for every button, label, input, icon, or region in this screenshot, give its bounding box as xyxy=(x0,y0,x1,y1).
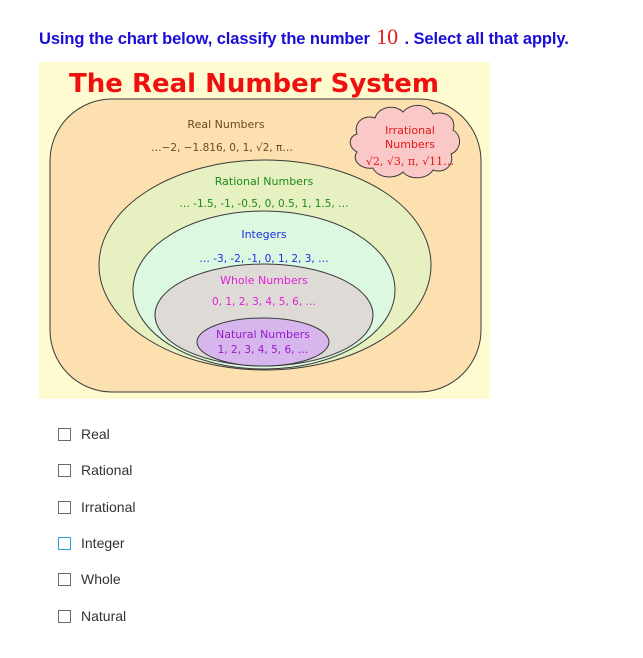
option-real[interactable]: Real xyxy=(58,424,110,444)
whole-numbers-examples: 0, 1, 2, 3, 4, 5, 6, … xyxy=(212,296,316,308)
checkbox-real[interactable] xyxy=(58,427,71,441)
checkbox-whole[interactable] xyxy=(58,572,71,586)
whole-numbers-label: Whole Numbers xyxy=(220,274,308,287)
option-irrational-label: Irrational xyxy=(81,499,136,515)
question-number: 10 xyxy=(376,24,399,49)
option-natural-label: Natural xyxy=(81,608,127,624)
question-suffix: . Select all that apply. xyxy=(404,30,569,48)
question-prefix: Using the chart below, classify the numb… xyxy=(39,30,370,48)
natural-numbers-label: Natural Numbers xyxy=(216,328,310,341)
real-numbers-label: Real Numbers xyxy=(187,118,264,131)
option-irrational[interactable]: Irrational xyxy=(58,497,135,517)
integers-label: Integers xyxy=(241,228,287,241)
irrational-numbers-examples: √2, √3, π, √11… xyxy=(366,155,454,168)
option-real-label: Real xyxy=(81,426,110,442)
integers-examples: … -3, -2, -1, 0, 1, 2, 3, … xyxy=(199,253,328,265)
question-prompt: Using the chart below, classify the numb… xyxy=(39,24,569,50)
option-rational[interactable]: Rational xyxy=(58,460,132,480)
natural-numbers-region xyxy=(196,317,330,367)
option-whole[interactable]: Whole xyxy=(58,569,121,589)
real-numbers-examples: …−2, −1.816, 0, 1, √2, π… xyxy=(151,142,293,154)
real-number-system-chart: The Real Number System Real Numbers …−2,… xyxy=(39,62,490,399)
option-integer-label: Integer xyxy=(81,535,125,551)
option-whole-label: Whole xyxy=(81,571,121,587)
irrational-numbers-label-line2: Numbers xyxy=(385,138,435,151)
natural-numbers-examples: 1, 2, 3, 4, 5, 6, … xyxy=(218,344,309,356)
irrational-numbers-cloud xyxy=(349,105,460,179)
chart-title: The Real Number System xyxy=(69,69,439,99)
checkbox-irrational[interactable] xyxy=(58,500,71,514)
checkbox-integer[interactable] xyxy=(58,536,71,550)
option-natural[interactable]: Natural xyxy=(58,606,126,626)
rational-numbers-label: Rational Numbers xyxy=(215,175,314,188)
rational-numbers-examples: … -1.5, -1, -0.5, 0, 0.5, 1, 1.5, … xyxy=(179,198,348,210)
checkbox-natural[interactable] xyxy=(58,609,71,623)
irrational-numbers-label-line1: Irrational xyxy=(385,124,435,137)
option-integer[interactable]: Integer xyxy=(58,533,125,553)
option-rational-label: Rational xyxy=(81,462,133,478)
checkbox-rational[interactable] xyxy=(58,463,71,477)
